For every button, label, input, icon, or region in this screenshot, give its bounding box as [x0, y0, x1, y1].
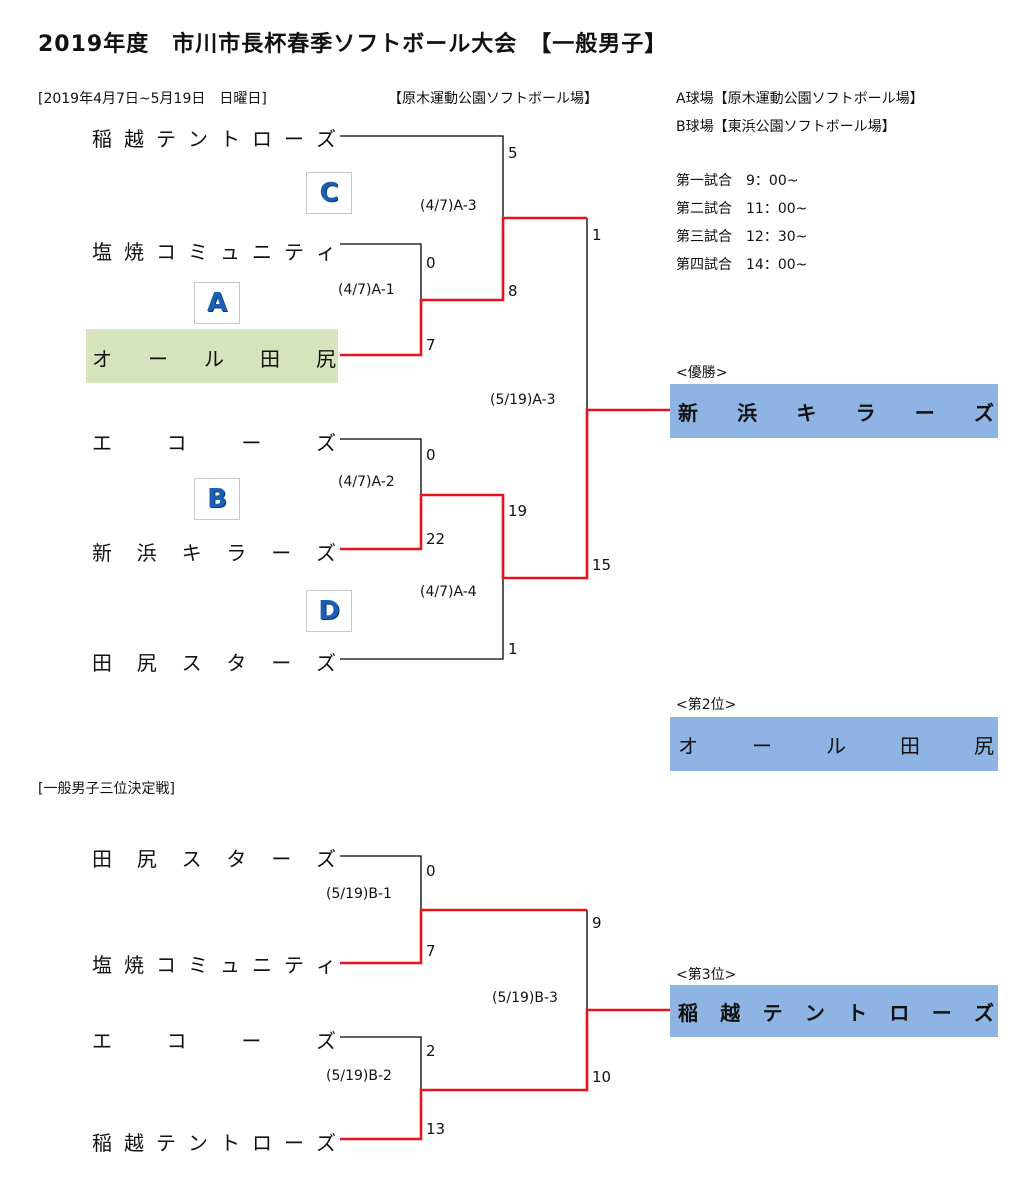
- second-place-team-highlight: [86, 329, 338, 383]
- line-inakoshi: [340, 135, 504, 218]
- page-title: 2019年度 市川市長杯春季ソフトボール大会 【一般男子】: [38, 32, 668, 57]
- score: 1: [592, 226, 602, 244]
- line-playoff-tajiri: [340, 855, 422, 910]
- score: 15: [592, 556, 612, 574]
- line-win-all-tajiri: [340, 216, 587, 357]
- match-label-b2: (5/19)B-2: [326, 1068, 392, 1084]
- date-range: [2019年4月7日~5月19日 日曜日]: [38, 91, 267, 107]
- field-a: A球場【原木運動公園ソフトボール場】: [676, 91, 924, 107]
- score: 5: [508, 144, 518, 162]
- match-label-b1: (5/19)B-1: [326, 886, 392, 902]
- team-ecozu: エコーズ: [92, 430, 336, 455]
- line-win-inakoshi: [340, 1008, 670, 1141]
- third-place-team: 稲越テントローズ: [678, 1000, 994, 1025]
- score: 10: [592, 1068, 612, 1086]
- line-playoff-ecozu: [340, 1036, 422, 1090]
- game-time-3: 第三試合 12：30~: [676, 229, 808, 245]
- match-label-a4: (4/7)A-4: [420, 584, 477, 600]
- team-all-tajiri: オール田尻: [92, 346, 336, 371]
- venue: 【原木運動公園ソフトボール場】: [388, 91, 598, 107]
- third-place-label: <第3位>: [676, 967, 737, 983]
- score: 22: [426, 530, 446, 548]
- playoff-team-ecozu: エコーズ: [92, 1028, 336, 1053]
- game-time-4: 第四試合 14：00~: [676, 257, 808, 273]
- playoff-team-tajiri-stars: 田尻スターズ: [92, 846, 336, 871]
- champion-label: <優勝>: [676, 365, 728, 381]
- team-shinhama-kirazu: 新浜キラーズ: [92, 540, 336, 565]
- line-ecozu: [340, 438, 422, 495]
- second-place-team: オール田尻: [678, 733, 994, 758]
- score: 19: [508, 502, 528, 520]
- field-b: B球場【東浜公園ソフトボール場】: [676, 119, 896, 135]
- line-tajiri-stars: [340, 578, 504, 660]
- game-time-2: 第二試合 11：00~: [676, 201, 808, 217]
- champion-box: [670, 384, 998, 438]
- team-shioyaki-community: 塩焼コミュニティ: [92, 239, 336, 264]
- score: 9: [592, 914, 602, 932]
- second-place-label: <第2位>: [676, 697, 737, 713]
- playoff-team-inakoshi-tentorozu: 稲越テントローズ: [92, 1130, 336, 1155]
- champion-team: 新浜キラーズ: [678, 400, 994, 425]
- third-place-box: [670, 985, 998, 1037]
- score: 0: [426, 254, 436, 272]
- badge-b: B: [194, 478, 240, 520]
- match-label-a1: (4/7)A-1: [338, 282, 395, 298]
- team-tajiri-stars: 田尻スターズ: [92, 650, 336, 675]
- score: 2: [426, 1042, 436, 1060]
- match-label-a3-first-round: (4/7)A-3: [420, 198, 477, 214]
- game-time-1: 第一試合 9：00~: [676, 173, 799, 189]
- match-label-b3: (5/19)B-3: [492, 990, 558, 1006]
- score: 7: [426, 336, 436, 354]
- score: 0: [426, 862, 436, 880]
- badge-a: A: [194, 282, 240, 324]
- match-label-final: (5/19)A-3: [490, 392, 556, 408]
- line-shioyaki: [340, 243, 422, 300]
- team-inakoshi-tentorozu: 稲越テントローズ: [92, 126, 336, 151]
- score: 1: [508, 640, 518, 658]
- line-win-shioyaki: [340, 908, 587, 965]
- badge-d: D: [306, 590, 352, 632]
- badge-c: C: [306, 172, 352, 214]
- score: 13: [426, 1120, 446, 1138]
- second-place-box: [670, 717, 998, 771]
- score: 8: [508, 282, 518, 300]
- line-win-shinhama: [340, 408, 670, 580]
- third-place-heading: [一般男子三位決定戦]: [38, 781, 175, 797]
- playoff-team-shioyaki-community: 塩焼コミュニティ: [92, 952, 336, 977]
- match-label-a2: (4/7)A-2: [338, 474, 395, 490]
- score: 7: [426, 942, 436, 960]
- score: 0: [426, 446, 436, 464]
